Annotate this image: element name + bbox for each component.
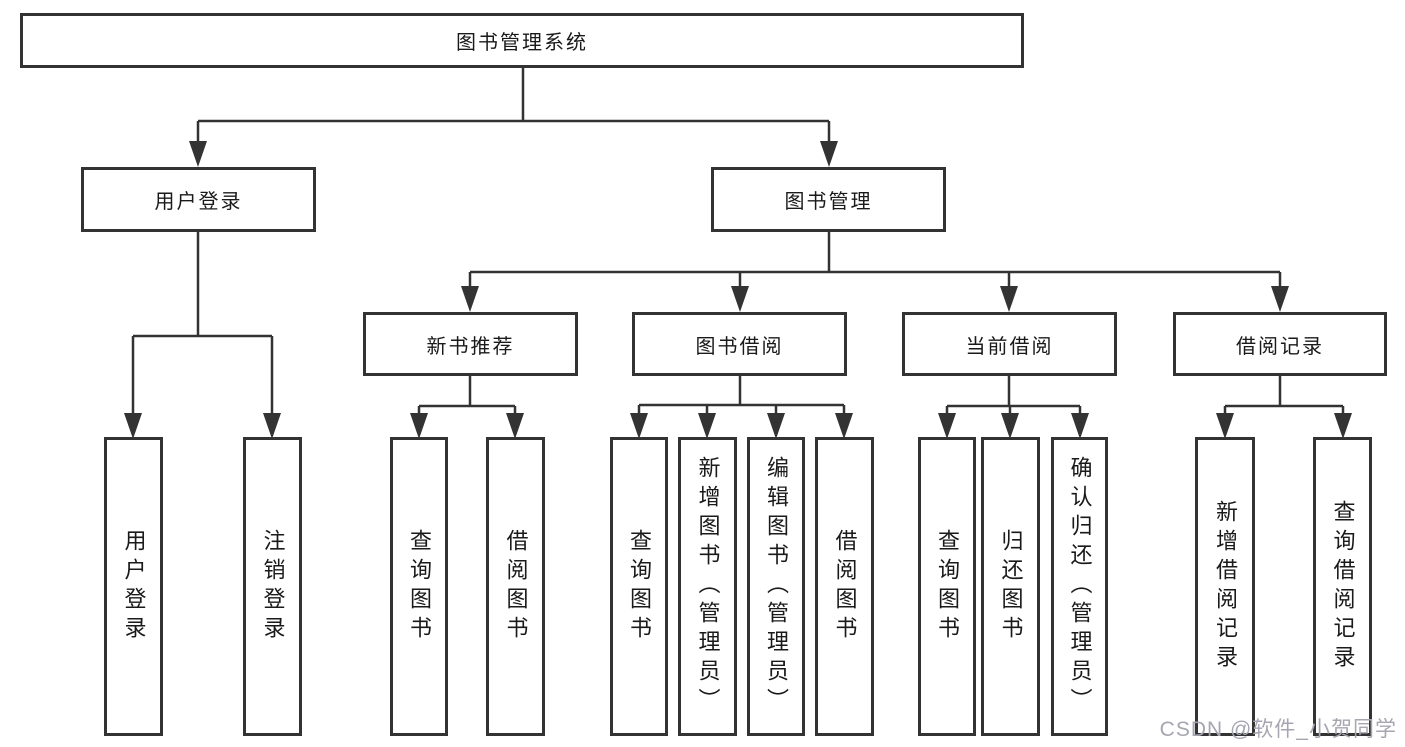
leaf-query-borrow-record: 查询借阅记录 — [1313, 437, 1372, 736]
node-book-management: 图书管理 — [711, 167, 946, 232]
leaf-borrow-books-borrow: 借阅图书 — [815, 437, 874, 736]
node-book-borrow: 图书借阅 — [632, 312, 847, 376]
leaf-logout: 注销登录 — [243, 437, 302, 736]
leaf-add-book-admin-label: 新增图书（管理员） — [695, 456, 721, 717]
node-new-book-recommend: 新书推荐 — [363, 312, 578, 376]
leaf-edit-book-admin-label: 编辑图书（管理员） — [764, 456, 789, 717]
node-current-borrow-label: 当前借阅 — [965, 335, 1054, 358]
node-user-login: 用户登录 — [81, 167, 316, 232]
leaf-borrow-books-recommend-label: 借阅图书 — [503, 528, 529, 645]
leaf-logout-label: 注销登录 — [260, 528, 286, 645]
leaf-query-books-current: 查询图书 — [918, 437, 976, 736]
node-current-borrow: 当前借阅 — [902, 312, 1117, 376]
node-root-label: 图书管理系统 — [456, 32, 588, 54]
leaf-query-books-recommend-label: 查询图书 — [407, 528, 432, 645]
node-book-borrow-label: 图书借阅 — [695, 335, 784, 358]
leaf-edit-book-admin: 编辑图书（管理员） — [747, 437, 805, 736]
node-borrow-records-label: 借阅记录 — [1236, 335, 1324, 358]
leaf-confirm-return-admin-label: 确认归还（管理员） — [1067, 456, 1093, 717]
leaf-confirm-return-admin: 确认归还（管理员） — [1051, 437, 1108, 736]
leaf-add-book-admin: 新增图书（管理员） — [678, 437, 737, 736]
leaf-query-books-recommend: 查询图书 — [390, 437, 448, 736]
leaf-query-books-current-label: 查询图书 — [935, 528, 960, 645]
leaf-query-books-borrow-label: 查询图书 — [627, 528, 652, 645]
leaf-borrow-books-recommend: 借阅图书 — [486, 437, 545, 736]
node-user-login-label: 用户登录 — [154, 191, 243, 213]
node-borrow-records: 借阅记录 — [1173, 312, 1387, 376]
leaf-borrow-books-borrow-label: 借阅图书 — [832, 528, 858, 645]
watermark: CSDN @软件_小贺同学 — [1159, 718, 1397, 741]
node-root: 图书管理系统 — [20, 13, 1024, 68]
leaf-query-borrow-record-label: 查询借阅记录 — [1330, 499, 1356, 674]
node-new-book-recommend-label: 新书推荐 — [426, 335, 515, 358]
node-book-management-label: 图书管理 — [784, 191, 873, 213]
leaf-return-book: 归还图书 — [981, 437, 1040, 736]
leaf-add-borrow-record-label: 新增借阅记录 — [1213, 499, 1238, 674]
leaf-user-login: 用户登录 — [104, 437, 163, 736]
leaf-query-books-borrow: 查询图书 — [610, 437, 668, 736]
leaf-return-book-label: 归还图书 — [998, 528, 1024, 645]
leaf-add-borrow-record: 新增借阅记录 — [1195, 437, 1255, 736]
leaf-user-login-label: 用户登录 — [121, 528, 147, 645]
